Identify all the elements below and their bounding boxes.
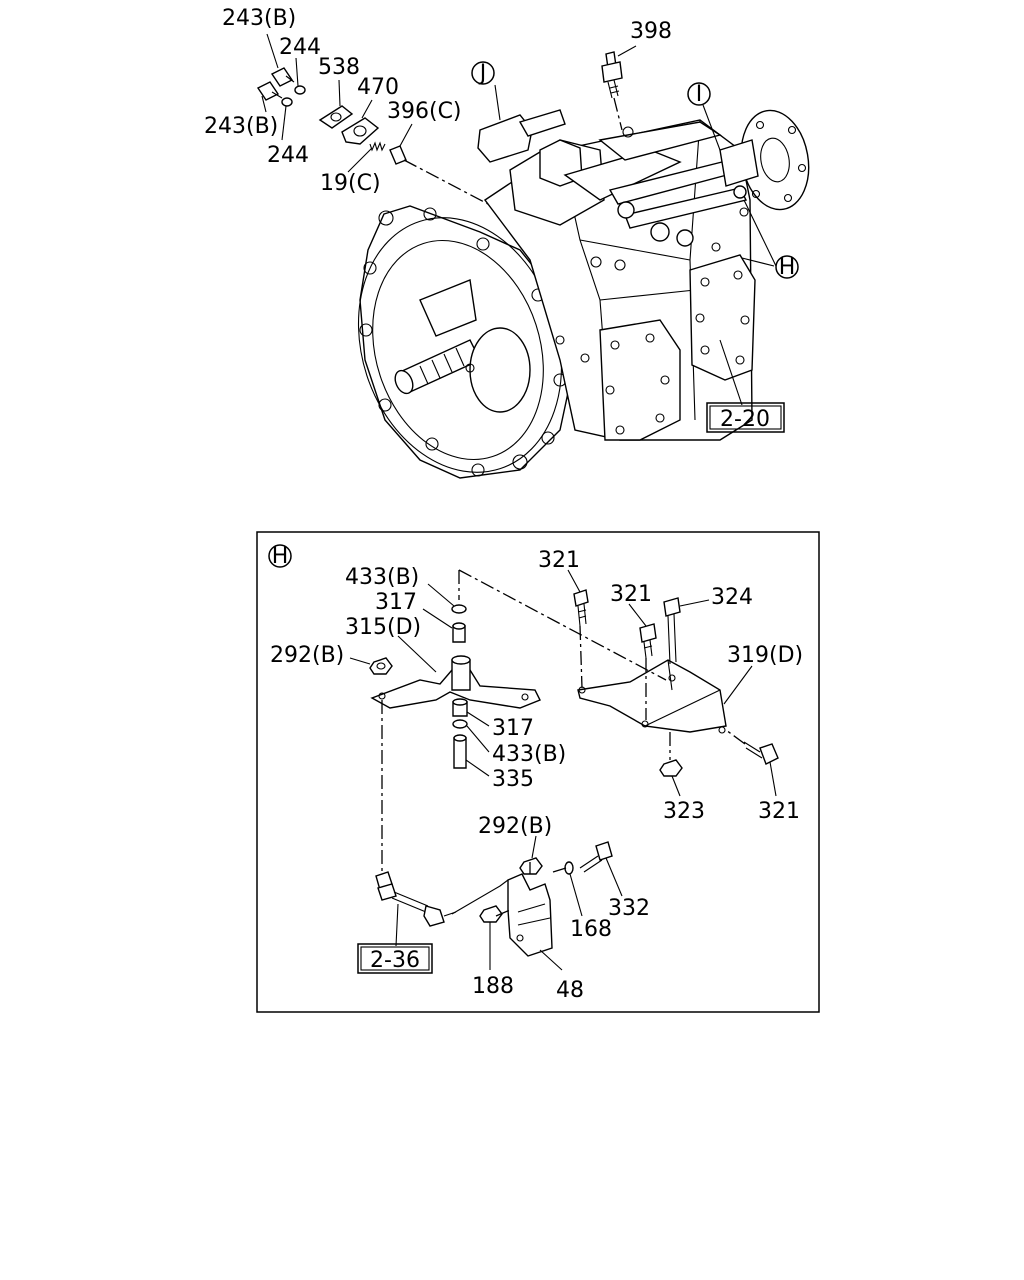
- svg-text:H: H: [272, 544, 289, 569]
- callout-317-top: 317: [375, 590, 417, 615]
- svg-text:I: I: [696, 82, 703, 107]
- svg-text:J: J: [478, 61, 487, 86]
- callout-48: 48: [556, 978, 584, 1003]
- callout-433b-bottom: 433(B): [492, 742, 566, 767]
- detail-leader-lines: [349, 569, 777, 971]
- ref-box-2-20: 2-20: [706, 402, 785, 433]
- callout-335: 335: [492, 767, 534, 792]
- view-marker-h: H: [775, 255, 799, 280]
- transmission-assembly: [357, 109, 810, 479]
- view-marker-j: J: [471, 61, 495, 86]
- svg-text:2-36: 2-36: [370, 948, 420, 973]
- callout-244-bottom: 244: [267, 143, 309, 168]
- callout-321-b: 321: [610, 582, 652, 607]
- detail-h-frame: [256, 531, 820, 1013]
- callout-243b-bottom: 243(B): [204, 114, 278, 139]
- upper-leader-lines: [261, 33, 777, 406]
- ref-box-2-36: 2-36: [357, 943, 433, 974]
- callout-317-bottom: 317: [492, 716, 534, 741]
- callout-538: 538: [318, 55, 360, 80]
- callout-321-c: 321: [758, 799, 800, 824]
- callout-433b-top: 433(B): [345, 565, 419, 590]
- callout-396c: 396(C): [387, 99, 462, 124]
- callout-332: 332: [608, 896, 650, 921]
- callout-188: 188: [472, 974, 514, 999]
- callout-321-a: 321: [538, 548, 580, 573]
- drain-plug-parts: [256, 51, 623, 205]
- view-marker-i: I: [687, 82, 711, 107]
- detail-assembly-lines: [381, 569, 746, 917]
- callout-324: 324: [711, 585, 753, 610]
- callout-292b-left: 292(B): [270, 643, 344, 668]
- svg-text:2-20: 2-20: [720, 407, 770, 432]
- bracket-319d-parts: [573, 589, 779, 777]
- svg-text:H: H: [779, 255, 796, 280]
- callout-244-top: 244: [279, 35, 321, 60]
- callout-470: 470: [357, 75, 399, 100]
- callout-292b-lower: 292(B): [478, 814, 552, 839]
- callout-315d: 315(D): [345, 615, 421, 640]
- callout-19c: 19(C): [320, 171, 381, 196]
- callout-323: 323: [663, 799, 705, 824]
- callout-168: 168: [570, 917, 612, 942]
- detail-h-marker: H: [268, 544, 292, 569]
- callout-243b-top: 243(B): [222, 6, 296, 31]
- callout-398: 398: [630, 19, 672, 44]
- callout-319d: 319(D): [727, 643, 803, 668]
- shift-lever-parts: [369, 604, 541, 769]
- rod-and-bracket-48-parts: [375, 841, 613, 957]
